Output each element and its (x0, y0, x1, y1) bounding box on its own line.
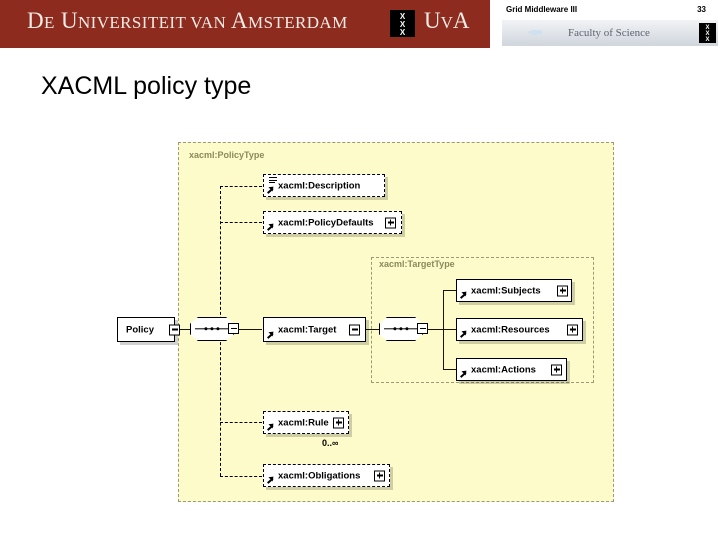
faculty-crest-row-2: X (705, 31, 710, 37)
sequence-dots-icon (204, 327, 220, 331)
element-arrow-icon (268, 331, 275, 338)
node-policy-defaults[interactable]: xacml:PolicyDefaults (263, 211, 402, 234)
node-obligations[interactable]: xacml:Obligations (263, 464, 390, 487)
resources-expander-plus[interactable] (567, 324, 578, 335)
line-root-to-seq (175, 329, 191, 331)
faculty-crest-icon: X X X (699, 23, 716, 43)
node-description-label: xacml:Description (278, 180, 361, 191)
node-rule[interactable]: xacml:Rule (263, 411, 349, 434)
node-actions-label: xacml:Actions (471, 364, 536, 375)
node-target[interactable]: xacml:Target (263, 317, 366, 342)
line-target-to-seq2 (366, 329, 379, 331)
element-arrow-icon (461, 370, 468, 377)
actions-expander-plus[interactable] (551, 364, 562, 375)
sequence-connector-policy (190, 317, 234, 341)
uva-brand-banner: DE UNIVERSITEIT VAN AMSTERDAM X X X UVA (0, 0, 490, 48)
faculty-of-science-banner: Faculty of Science X X X (502, 20, 718, 46)
line-branch-description (220, 186, 262, 187)
header-title: Grid Middleware III (506, 5, 578, 14)
line-branch-actions (443, 369, 457, 371)
node-rule-label: xacml:Rule (278, 417, 329, 428)
sequence-expander-minus[interactable] (228, 323, 239, 334)
element-arrow-icon (268, 476, 275, 483)
element-arrow-icon (461, 330, 468, 337)
line-branch-rule (220, 422, 262, 423)
target-expander-minus[interactable] (349, 324, 360, 335)
group-policy-type-label: xacml:PolicyType (189, 150, 265, 160)
pyramid-highlight-icon (528, 30, 543, 35)
faculty-crest-row-1: X (705, 25, 710, 31)
policy-expander-minus[interactable] (169, 324, 180, 335)
node-description[interactable]: xacml:Description (263, 174, 385, 197)
node-policy-defaults-label: xacml:PolicyDefaults (278, 217, 374, 228)
element-arrow-icon (268, 223, 275, 230)
policy-defaults-expander-plus[interactable] (385, 217, 396, 228)
crest-row-1: X (399, 12, 406, 21)
node-policy-label: Policy (126, 324, 154, 335)
crest-row-2: X (399, 20, 406, 29)
line-branch-obligations (220, 476, 262, 477)
element-arrow-icon (268, 423, 275, 430)
line-branch-subjects (443, 290, 457, 292)
group-target-type (371, 257, 594, 383)
node-subjects[interactable]: xacml:Subjects (456, 279, 572, 302)
uva-abbreviation: UVA (424, 8, 470, 33)
rule-expander-plus[interactable] (333, 417, 344, 428)
faculty-crest-row-3: X (705, 37, 710, 43)
node-policy[interactable]: Policy (117, 317, 180, 342)
obligations-expander-plus[interactable] (374, 470, 385, 481)
node-subjects-label: xacml:Subjects (471, 285, 541, 296)
line-trunk-to-target (220, 329, 262, 331)
simple-type-icon (269, 177, 277, 184)
crest-row-3: X (399, 28, 406, 37)
faculty-label: Faculty of Science (568, 27, 650, 39)
line-seq2-to-trunk2 (422, 329, 444, 331)
uva-wordmark: DE UNIVERSITEIT VAN AMSTERDAM (27, 8, 348, 34)
uva-crest-icon: X X X (390, 10, 415, 37)
slide-header: Grid Middleware III 33 Faculty of Scienc… (498, 0, 720, 52)
node-actions[interactable]: xacml:Actions (456, 358, 567, 381)
node-resources-label: xacml:Resources (471, 324, 550, 335)
rule-cardinality-label: 0..∞ (322, 438, 339, 448)
sequence-dots-icon (393, 327, 409, 331)
group-target-type-label: xacml:TargetType (379, 259, 455, 269)
element-arrow-icon (461, 291, 468, 298)
node-target-label: xacml:Target (278, 324, 337, 335)
sequence2-expander-minus[interactable] (417, 323, 428, 334)
page-number: 33 (697, 5, 706, 14)
node-obligations-label: xacml:Obligations (278, 470, 361, 481)
page-title: XACML policy type (41, 72, 252, 100)
line-branch-policy-defaults (220, 222, 262, 223)
element-arrow-icon (268, 186, 275, 193)
subjects-expander-plus[interactable] (557, 285, 568, 296)
line-branch-resources (443, 329, 457, 331)
uva-wordmark-text: DE UNIVERSITEIT VAN AMSTERDAM (27, 8, 348, 33)
sequence-connector-target (379, 317, 423, 341)
node-resources[interactable]: xacml:Resources (456, 318, 583, 341)
